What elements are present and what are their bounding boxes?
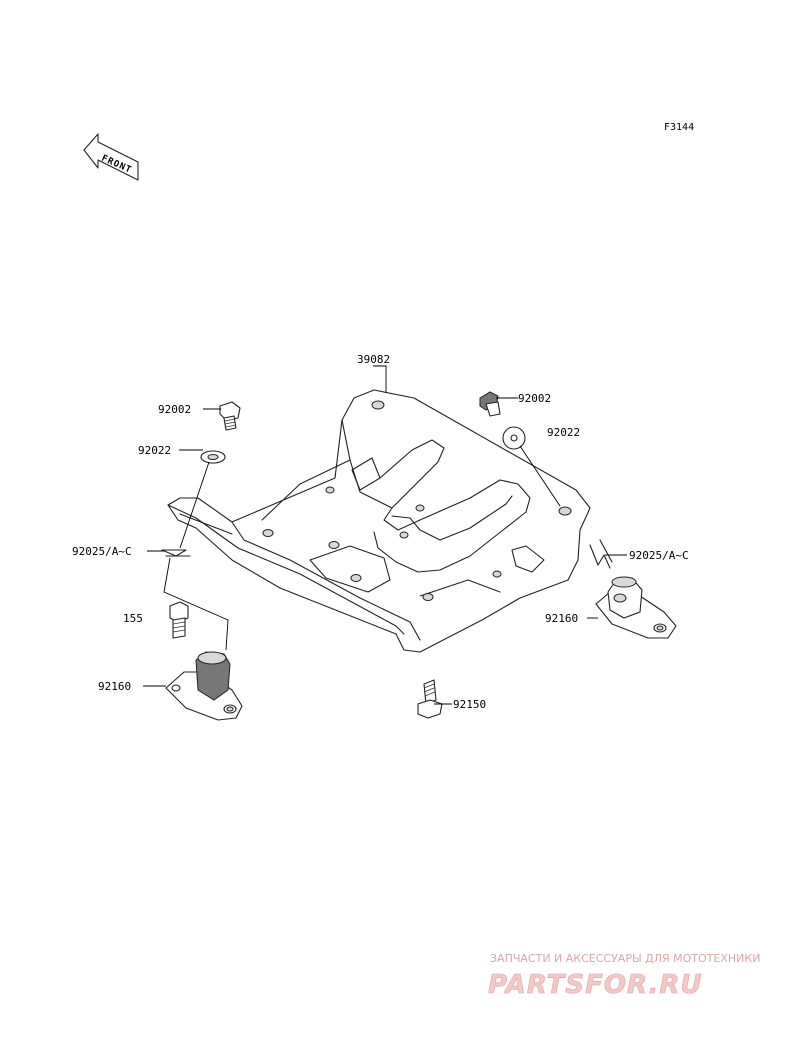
label-92002-left: 92002 xyxy=(158,403,191,416)
engine-mount-92160-right xyxy=(595,576,677,639)
washer-92022-left xyxy=(200,450,226,464)
label-92025-left: 92025/A~C xyxy=(72,545,132,558)
bolt-92002-right xyxy=(479,391,501,417)
bolt-92150 xyxy=(417,679,443,719)
label-92022-right: 92022 xyxy=(547,426,580,439)
clip-92025-right xyxy=(589,539,613,569)
leader-lines xyxy=(143,365,627,705)
engine-mount-92160-left xyxy=(165,651,243,721)
watermark: ЗАПЧАСТИ И АКСЕССУАРЫ ДЛЯ МОТОТЕХНИКИ PA… xyxy=(488,952,761,1000)
label-39082: 39082 xyxy=(357,353,390,366)
label-92002-right: 92002 xyxy=(518,392,551,405)
label-92025-right: 92025/A~C xyxy=(629,549,689,562)
label-92150: 92150 xyxy=(453,698,486,711)
clip-92025-left xyxy=(161,549,191,557)
watermark-tagline: ЗАПЧАСТИ И АКСЕССУАРЫ ДЛЯ МОТОТЕХНИКИ xyxy=(490,952,760,965)
label-92160-left: 92160 xyxy=(98,680,131,693)
label-92160-right: 92160 xyxy=(545,612,578,625)
watermark-logo: PARTSFOR.RU xyxy=(488,970,702,1000)
figure-code: F3144 xyxy=(664,122,694,133)
bolt-155 xyxy=(169,601,189,639)
label-92022-left: 92022 xyxy=(138,444,171,457)
washer-92022-right xyxy=(502,426,526,450)
label-155: 155 xyxy=(123,612,143,625)
skid-plate xyxy=(167,389,591,653)
front-arrow-icon: FRONT xyxy=(83,133,139,181)
bolt-92002-left xyxy=(219,401,241,431)
